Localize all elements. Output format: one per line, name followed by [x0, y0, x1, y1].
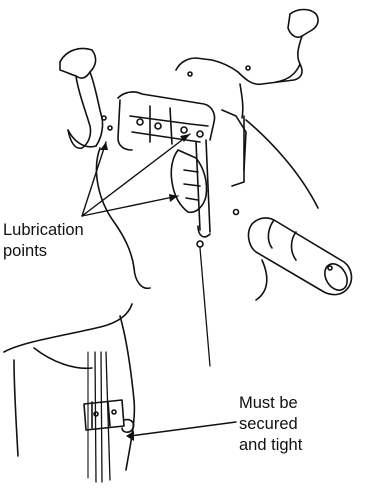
secured-label-line1: Must be — [239, 393, 302, 414]
secured-label-line2: secured — [239, 414, 302, 435]
lubrication-label-line1: Lubrication — [3, 220, 84, 241]
secured-leader — [126, 422, 236, 441]
right-handle-arm — [176, 10, 318, 119]
must-be-secured-label: Must be secured and tight — [239, 393, 302, 456]
lubrication-label-line2: points — [3, 241, 84, 262]
left-elbow-arm — [60, 49, 112, 149]
lower-clamp — [84, 400, 134, 432]
control-rods — [88, 248, 210, 482]
central-mechanism — [118, 92, 246, 247]
secured-label-line3: and tight — [239, 435, 302, 456]
lubrication-leaders — [82, 134, 190, 216]
cylinder-sleeve — [249, 218, 352, 295]
lubrication-points-label: Lubrication points — [3, 220, 84, 262]
